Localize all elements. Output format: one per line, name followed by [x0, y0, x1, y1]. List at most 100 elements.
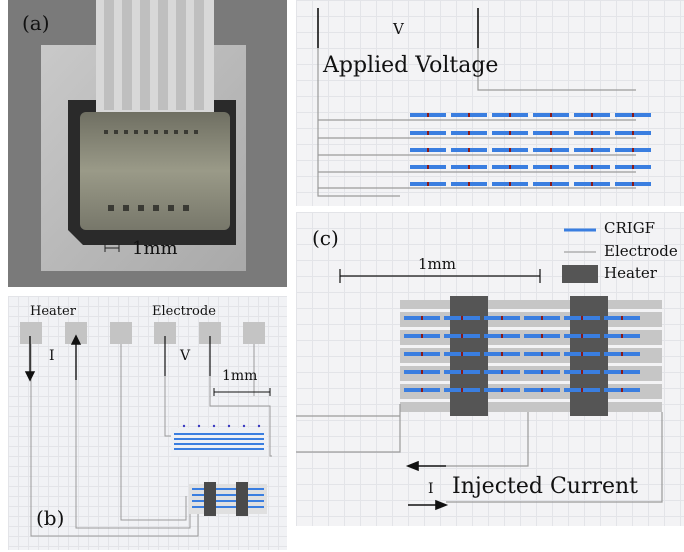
c-current-arrows [405, 460, 449, 511]
b-current-symbol: I [49, 348, 55, 364]
b-crigf-array-top [171, 424, 267, 456]
crigf-contact-mark [632, 148, 634, 152]
panel-b-drawing [20, 322, 272, 537]
scale-bar-a [104, 244, 120, 252]
crigf-contact-mark [427, 165, 429, 169]
sample-chip [80, 112, 230, 230]
crigf-contact-mark [501, 370, 503, 374]
c-scale-bar [339, 269, 541, 283]
top-electrode-wiring [317, 48, 636, 197]
panel-a-photo: (a) 1mm [8, 0, 287, 287]
crigf-contact-mark [581, 352, 583, 356]
crigf-contact-mark [501, 316, 503, 320]
panel-voltage: V Applied Voltage [296, 0, 684, 206]
panel-b-layout: Heater Electrode I V 1mm (b) [8, 296, 287, 550]
crigf-contact-mark [468, 113, 470, 117]
voltage-terminals [317, 8, 479, 48]
crigf-contact-mark [461, 370, 463, 374]
crigf-contact-mark [621, 388, 623, 392]
crigf-contact-mark [468, 148, 470, 152]
legend-electrode-label: Electrode [604, 242, 678, 260]
crigf-contact-mark [421, 352, 423, 356]
crigf-contact-mark [461, 388, 463, 392]
b-current-arrows [24, 334, 82, 382]
crigf-contact-mark [591, 148, 593, 152]
crigf-contact-mark [621, 370, 623, 374]
crigf-contact-mark [581, 370, 583, 374]
voltage-drawing [317, 8, 651, 197]
crigf-contact-mark [509, 148, 511, 152]
crigf-contact-mark [550, 182, 552, 186]
crigf-contact-mark [591, 131, 593, 135]
crigf-contact-mark [550, 113, 552, 117]
crigf-contact-mark [509, 131, 511, 135]
top-voltage-symbol: V [393, 20, 404, 38]
crigf-contact-mark [461, 316, 463, 320]
legend-crigf-label: CRIGF [604, 219, 656, 237]
crigf-contact-mark [427, 148, 429, 152]
crigf-contact-mark [501, 352, 503, 356]
crigf-contact-mark [541, 316, 543, 320]
crigf-contact-mark [550, 131, 552, 135]
crigf-contact-mark [632, 131, 634, 135]
crigf-contact-mark [427, 182, 429, 186]
crigf-contact-mark [591, 165, 593, 169]
crigf-contact-mark [461, 352, 463, 356]
crigf-contact-mark [632, 113, 634, 117]
b-heater-label: Heater [30, 304, 76, 319]
c-current-symbol: I [428, 481, 434, 497]
c-scale-label: 1mm [418, 255, 456, 273]
panel-c-drawing [296, 228, 663, 511]
crigf-contact-mark [541, 352, 543, 356]
crigf-contact-mark [621, 316, 623, 320]
panel-a-label: (a) [22, 11, 50, 35]
crigf-contact-mark [541, 334, 543, 338]
panel-c-zoom: (c) CRIGF Electrode Heater 1mm I Injecte… [296, 212, 684, 526]
crigf-contact-mark [501, 388, 503, 392]
crigf-contact-mark [427, 131, 429, 135]
b-electrode-label: Electrode [152, 304, 216, 319]
flex-cable-traces [104, 0, 204, 110]
injected-current-label: Injected Current [452, 474, 639, 499]
applied-voltage-label: Applied Voltage [323, 53, 499, 78]
crigf-contact-mark [632, 165, 634, 169]
crigf-contact-mark [501, 334, 503, 338]
b-voltage-symbol: V [180, 348, 191, 364]
panel-b-label: (b) [36, 506, 65, 530]
top-crigf-rows [410, 113, 651, 186]
c-electrode-gaps [400, 309, 662, 402]
device-photo [8, 0, 287, 287]
crigf-contact-mark [468, 131, 470, 135]
c-crigf-rows [404, 316, 640, 392]
legend-heater-label: Heater [604, 264, 657, 282]
b-voltage-marks [164, 336, 211, 376]
panel-c-label: (c) [312, 226, 339, 250]
panel-a-scale-label: 1mm [132, 238, 178, 259]
crigf-contact-mark [550, 148, 552, 152]
crigf-contact-mark [581, 334, 583, 338]
crigf-contact-mark [541, 370, 543, 374]
crigf-contact-mark [632, 182, 634, 186]
crigf-contact-mark [461, 334, 463, 338]
crigf-contact-mark [621, 352, 623, 356]
crigf-contact-mark [421, 316, 423, 320]
crigf-contact-mark [509, 113, 511, 117]
crigf-contact-mark [421, 370, 423, 374]
crigf-contact-mark [421, 388, 423, 392]
crigf-contact-mark [541, 388, 543, 392]
crigf-contact-mark [509, 182, 511, 186]
crigf-contact-mark [550, 165, 552, 169]
crigf-contact-mark [591, 113, 593, 117]
c-wiring [296, 404, 663, 503]
crigf-contact-mark [621, 334, 623, 338]
crigf-contact-mark [421, 334, 423, 338]
crigf-contact-mark [581, 388, 583, 392]
crigf-contact-mark [468, 165, 470, 169]
b-scale-bar [213, 388, 271, 396]
crigf-contact-mark [581, 316, 583, 320]
chip-pads [104, 130, 198, 211]
crigf-contact-mark [509, 165, 511, 169]
legend-heater-swatch [562, 265, 598, 283]
b-scale-label: 1mm [222, 368, 258, 384]
crigf-contact-mark [591, 182, 593, 186]
